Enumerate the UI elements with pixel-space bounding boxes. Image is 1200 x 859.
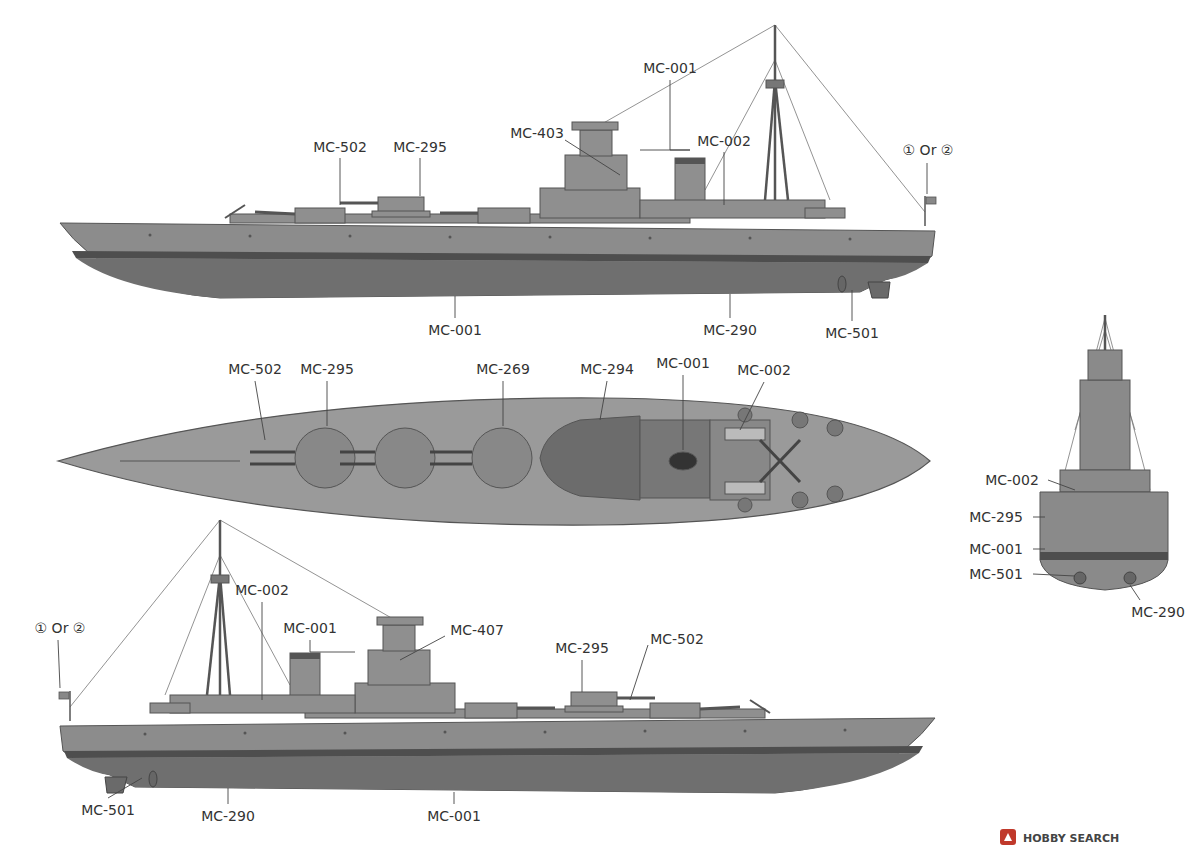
callout-number: MC-290 — [701, 322, 759, 338]
watermark: HOBBY SEARCH — [1021, 832, 1121, 845]
callout-number: MC-502 — [648, 631, 706, 647]
callout-number: MC-002 — [735, 362, 793, 378]
callout-number: MC-295 — [298, 361, 356, 377]
callout-number: MC-269 — [474, 361, 532, 377]
callout-number: MC-295 — [391, 139, 449, 155]
callout-number: MC-502 — [226, 361, 284, 377]
callout-number: MC-501 — [823, 325, 881, 341]
logo — [1000, 829, 1016, 845]
callout-number: MC-295 — [553, 640, 611, 656]
callout-number: MC-001 — [281, 620, 339, 636]
callout-number: MC-001 — [967, 541, 1025, 557]
callout-number: MC-290 — [199, 808, 257, 824]
callout-number: MC-295 — [967, 509, 1025, 525]
callout-number: MC-294 — [578, 361, 636, 377]
callout-number: MC-290 — [1129, 604, 1187, 620]
callout-number: MC-403 — [508, 125, 566, 141]
callout-number: ① Or ② — [33, 620, 88, 636]
callout-number: MC-502 — [311, 139, 369, 155]
callout-number: MC-001 — [425, 808, 483, 824]
callout-number: MC-001 — [426, 322, 484, 338]
callout-number: MC-501 — [79, 802, 137, 818]
callout-number: MC-002 — [695, 133, 753, 149]
callout-number: MC-501 — [967, 566, 1025, 582]
callout-number: MC-002 — [983, 472, 1041, 488]
callout-number: MC-002 — [233, 582, 291, 598]
callout-number: MC-001 — [641, 60, 699, 76]
callout-number: ① Or ② — [901, 142, 956, 158]
callout-number: MC-407 — [448, 622, 506, 638]
callout-number: MC-001 — [654, 355, 712, 371]
